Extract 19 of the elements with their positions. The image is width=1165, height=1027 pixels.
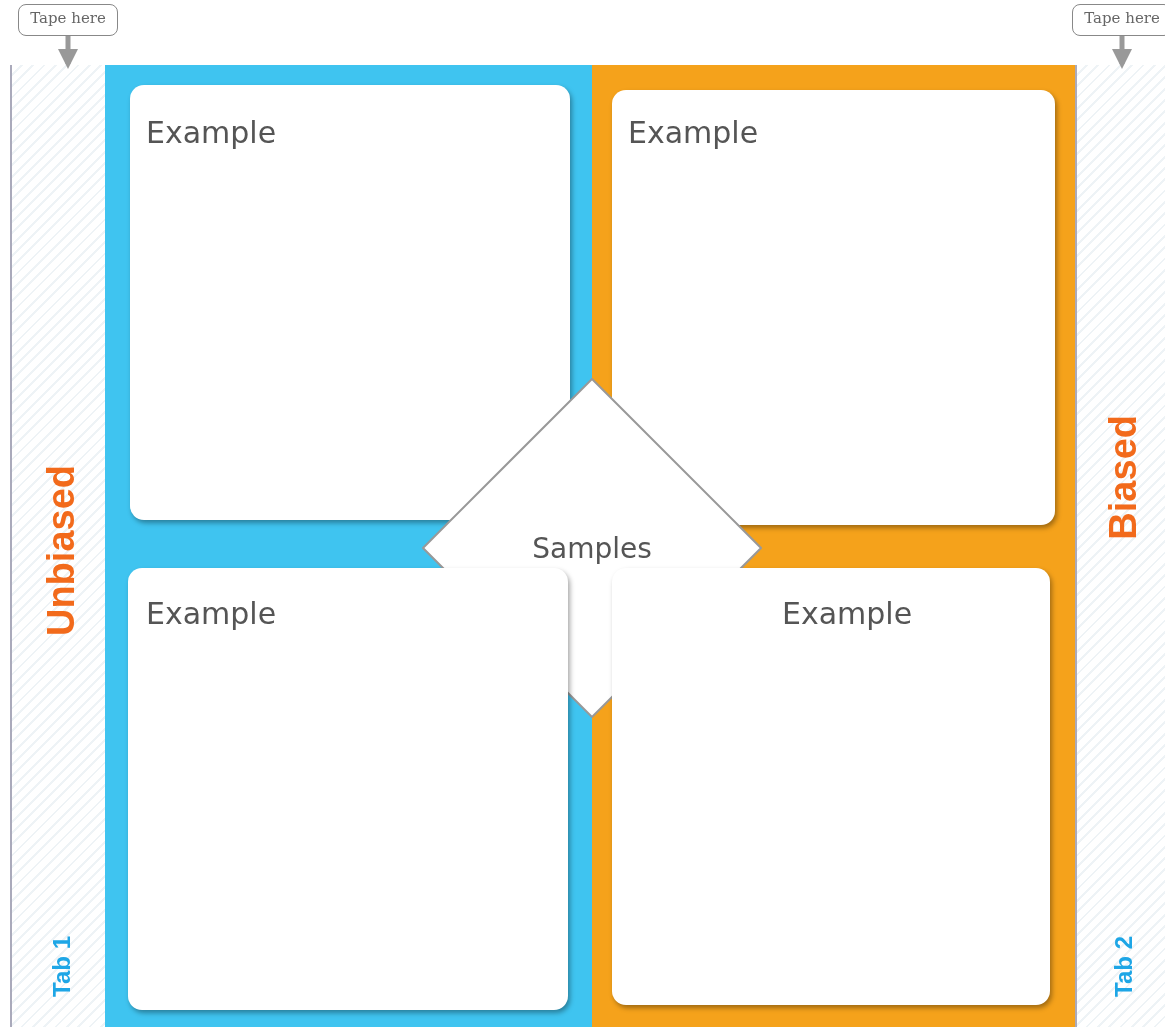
callout-bubble: Tape here (18, 4, 118, 36)
example-box (612, 90, 1055, 525)
tab-heading: Unbiased (39, 465, 83, 637)
tab-heading: Biased (1102, 415, 1145, 540)
example-box (612, 568, 1050, 1005)
arrow (58, 36, 78, 69)
tab-label: Tab 1 (47, 936, 76, 997)
box-heading: Example (146, 596, 277, 631)
tab-strip (1075, 65, 1165, 1027)
box-heading: Example (628, 115, 759, 150)
tab-strip (10, 65, 105, 1027)
example-box (128, 568, 568, 1010)
tab-label: Tab 2 (1110, 936, 1138, 997)
diamond-label: Samples (532, 531, 652, 565)
callout-bubble: Tape here (1072, 4, 1165, 36)
arrow (1112, 36, 1132, 69)
box-heading: Example (782, 596, 913, 631)
example-box (130, 85, 570, 520)
box-heading: Example (146, 115, 277, 150)
